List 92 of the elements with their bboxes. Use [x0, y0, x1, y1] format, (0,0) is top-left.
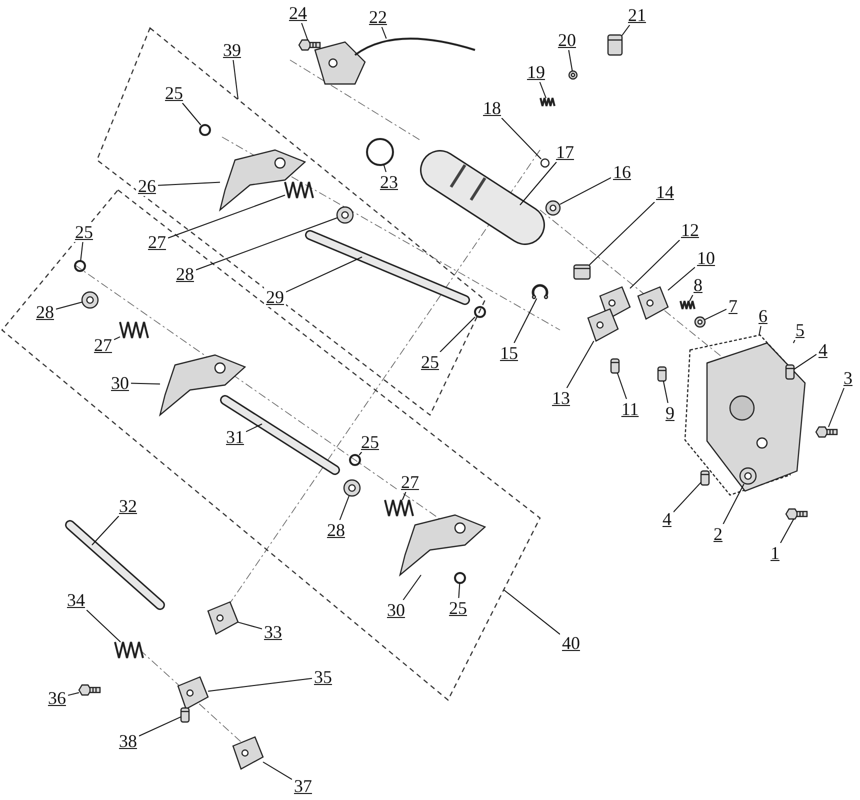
leader-line: [792, 340, 796, 344]
pin-drawing: [700, 470, 710, 486]
dashed-group-outline: [96, 27, 486, 416]
leader-line: [560, 177, 612, 205]
pin-drawing: [657, 366, 667, 382]
leader-line: [568, 50, 573, 72]
plate-drawing: [177, 676, 209, 710]
plug-drawing: [607, 34, 623, 56]
fork-drawing: [398, 514, 486, 577]
leader-line: [56, 302, 82, 310]
leader-line: [196, 217, 338, 270]
leader-line: [168, 194, 286, 238]
leader-line: [301, 22, 308, 40]
leader-line: [68, 692, 80, 696]
callout-number: 9: [664, 403, 676, 423]
bolt-drawing: [78, 684, 101, 696]
leader-line: [92, 516, 120, 546]
leader-line: [402, 492, 406, 500]
leader-line: [662, 380, 668, 404]
drum-drawing: [420, 150, 545, 245]
leader-line: [86, 610, 121, 642]
leader-line: [130, 382, 160, 384]
bolt-drawing: [815, 426, 838, 438]
sensor-drawing: [314, 38, 476, 85]
leader-line: [402, 574, 422, 600]
callout-number: 23: [378, 172, 400, 192]
leader-line: [622, 24, 630, 36]
callout-number: 2: [712, 524, 724, 544]
callout-number: 29: [264, 287, 286, 307]
bolt-drawing: [785, 508, 808, 520]
leader-line: [673, 482, 702, 512]
callout-number: 37: [292, 776, 314, 796]
leader-line: [246, 424, 262, 432]
leader-line: [630, 240, 680, 289]
callout-number: 1: [768, 543, 782, 563]
leader-line: [138, 716, 182, 736]
leader-line: [520, 162, 557, 206]
leader-line: [539, 82, 546, 98]
spring-drawing: [680, 300, 696, 310]
o-ring-drawing: [366, 138, 394, 166]
leader-line: [262, 762, 292, 780]
washer-drawing: [568, 70, 578, 80]
clip-drawing: [532, 284, 548, 300]
leader-line: [80, 242, 84, 262]
leader-line: [358, 452, 362, 456]
plate-drawing: [637, 286, 669, 320]
callout-number: 4: [660, 509, 674, 529]
leader-line: [238, 622, 262, 630]
leader-line: [458, 582, 460, 598]
washer-drawing: [545, 200, 561, 216]
plate-drawing: [587, 308, 619, 342]
leader-line: [758, 326, 762, 336]
leader-line: [504, 590, 560, 635]
spring-drawing: [114, 641, 144, 659]
callout-number: 40: [560, 633, 582, 653]
callout-number: 15: [498, 343, 520, 363]
leader-line: [158, 182, 220, 186]
callout-number: 13: [550, 388, 572, 408]
leader-line: [828, 388, 844, 428]
fork-drawing: [158, 354, 246, 417]
plate-drawing: [207, 601, 239, 635]
leader-line: [514, 298, 538, 344]
circlip-drawing: [474, 306, 486, 318]
leader-line: [668, 266, 696, 291]
leader-line: [381, 26, 387, 40]
leader-line: [616, 372, 627, 400]
leader-line: [383, 164, 386, 172]
leader-line: [440, 316, 476, 352]
leader-line: [566, 340, 594, 388]
fork-drawing: [218, 149, 306, 212]
bolt-drawing: [298, 39, 321, 51]
leader-line: [182, 102, 202, 126]
washer-drawing: [694, 316, 706, 328]
spring-drawing: [540, 97, 556, 107]
leader-line: [501, 118, 542, 160]
pin-drawing: [180, 707, 190, 723]
leader-line: [689, 294, 694, 302]
leader-line: [208, 678, 312, 692]
ball-drawing: [540, 158, 550, 168]
bushing-drawing: [573, 264, 591, 280]
shaft-drawing: [65, 520, 165, 610]
leader-line: [588, 202, 656, 266]
leader-line: [339, 496, 350, 520]
leader-line: [232, 60, 238, 100]
leader-line: [722, 484, 744, 524]
leader-line: [704, 308, 727, 320]
pin-drawing: [610, 358, 620, 374]
leader-line: [794, 354, 817, 370]
leader-line: [286, 256, 362, 292]
plate-drawing: [232, 736, 264, 770]
leader-line: [780, 518, 794, 544]
callout-number: 11: [619, 399, 641, 419]
